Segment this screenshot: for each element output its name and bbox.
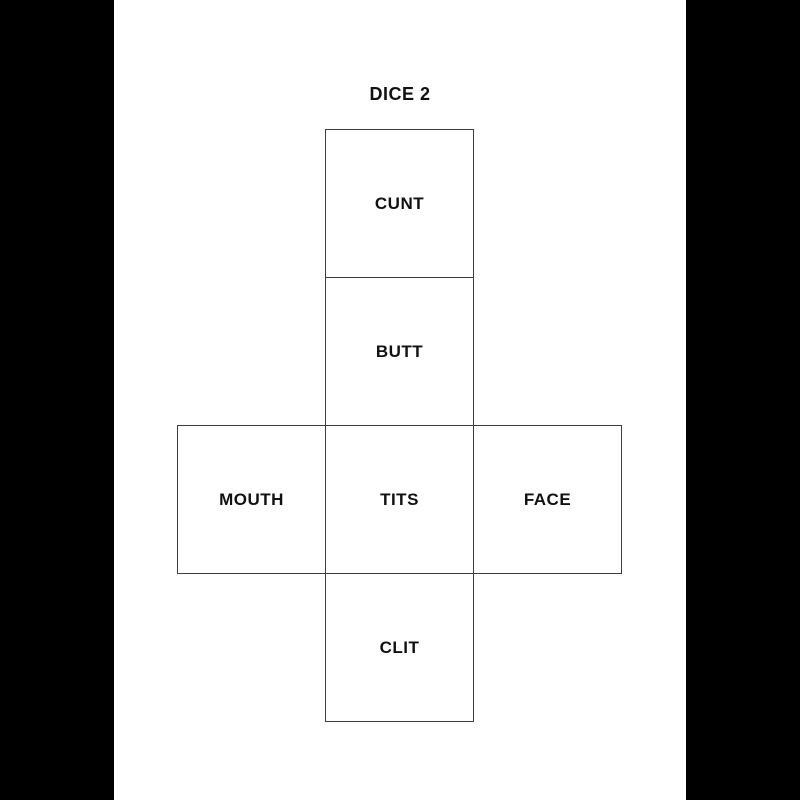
- dice-face-label: TITS: [380, 489, 419, 509]
- dice-face-bottom: CLIT: [325, 573, 474, 722]
- dice-face-label: MOUTH: [219, 489, 284, 509]
- dice-face-label: CUNT: [374, 193, 425, 213]
- dice-face-upper-middle: BUTT: [325, 277, 474, 426]
- dice-face-center: TITS: [325, 425, 474, 574]
- dice-face-label: BUTT: [375, 341, 424, 361]
- page-title: DICE 2: [369, 84, 431, 104]
- dice-face-label: CLIT: [379, 637, 420, 657]
- left-black-bar: [0, 0, 114, 800]
- dice-face-right: FACE: [473, 425, 622, 574]
- dice-face-left: MOUTH: [177, 425, 326, 574]
- right-black-bar: [686, 0, 800, 800]
- dice-face-label: FACE: [523, 489, 572, 509]
- dice-face-top: CUNT: [325, 129, 474, 278]
